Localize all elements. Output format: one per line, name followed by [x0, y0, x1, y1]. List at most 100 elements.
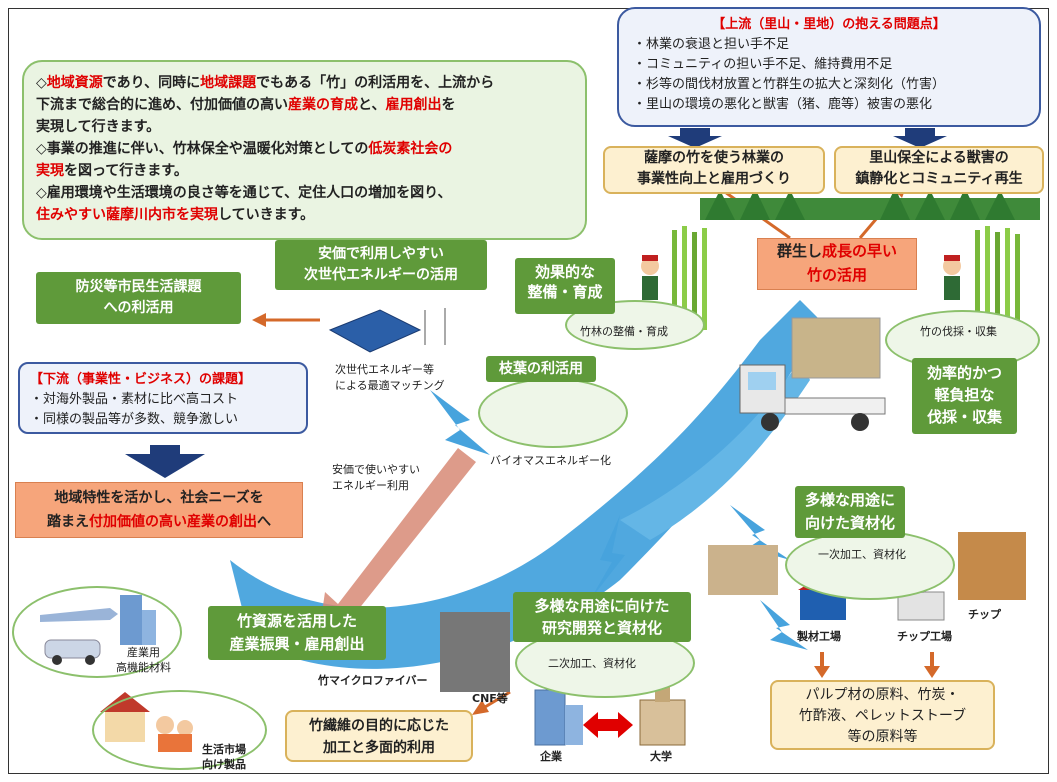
industrial-label: 産業用 高機能材料: [116, 645, 171, 675]
fiber-line: 加工と多面的利用: [323, 740, 435, 756]
diagram-frame: [8, 8, 1049, 774]
goal-left-box: 薩摩の竹を使う林業の 事業性向上と雇用づくり: [603, 146, 825, 194]
arrowhead-fiber: [472, 700, 489, 715]
worker-right-icon: [943, 255, 961, 300]
materials-line: 向けた資材化: [804, 514, 895, 532]
upstream-item: ・里山の環境の悪化と獣害（猪、鹿等）被害の悪化: [633, 97, 933, 112]
highlight-text: 低炭素社会の: [368, 141, 453, 157]
life-market-label: 生活市場 向け製品: [202, 742, 246, 772]
summary-line: ◇事業の推進に伴い、竹林保全や温暖化対策としての低炭素社会の: [36, 138, 573, 160]
disaster-line: 防災等市民生活課題: [75, 279, 202, 295]
cheap-energy-line: 安価で使いやすい: [332, 463, 420, 476]
chip-factory-label: チップ工場: [897, 630, 952, 643]
cheap-energy-label: 安価で使いやすい エネルギー利用: [332, 462, 420, 494]
lightning-bolt-2: [590, 515, 625, 600]
efficient-harvest-box: 効率的かつ 軽負担な 伐採・収集: [912, 358, 1017, 434]
highlight-text: 雇用創出: [385, 97, 442, 113]
industrial-ellipse: [12, 586, 182, 678]
effective-line: 効果的な: [534, 263, 595, 281]
cheap-energy-line: エネルギー利用: [332, 479, 409, 492]
center-line-1: 群生し成長の早い: [776, 242, 898, 260]
bamboo-utilization-box: 群生し成長の早い 竹の活用: [757, 238, 917, 290]
maintenance-ellipse: [565, 300, 705, 350]
summary-text-segment: ◇: [36, 75, 47, 91]
double-arrow: [583, 712, 633, 738]
materials-box: 多様な用途に 向けた資材化: [795, 486, 905, 538]
downstream-title: 【下流（事業性・ビジネス）の課題】: [30, 372, 252, 387]
regional-line: 地域特性を活かし、社会ニーズを: [54, 490, 264, 506]
lightning-bolt-4: [760, 600, 808, 650]
life-market-ellipse: [92, 690, 267, 770]
summary-line: 下流まで総合的に進め、付加価値の高い産業の育成と、雇用創出を: [36, 94, 573, 116]
energy-arrow: [318, 448, 476, 640]
products-line: 等の原料等: [847, 729, 918, 745]
materials-ellipse: [785, 530, 955, 600]
life-line: 生活市場: [202, 743, 246, 756]
summary-line: ◇地域資源であり、同時に地域課題でもある「竹」の利活用を、上流から: [36, 72, 573, 94]
disaster-line: への利活用: [103, 300, 174, 316]
upstream-problems-box: 【上流（里山・里地）の抱える問題点】 ・林業の衰退と担い手不足 ・コミュニティの…: [617, 7, 1041, 127]
summary-text-segment: ◇事業の推進に伴い、竹林保全や温暖化対策としての: [36, 141, 369, 157]
microfiber-label: 竹マイクロファイバー: [318, 674, 428, 687]
research-box: 多様な用途に向けた 研究開発と資材化: [513, 592, 691, 642]
disaster-box: 防災等市民生活課題 への利活用: [36, 272, 241, 324]
fiber-photo: [708, 545, 778, 595]
summary-line: ◇雇用環境や生活環境の良さ等を通じて、定住人口の増加を図り、: [36, 182, 573, 204]
center-line-2: 竹の活用: [806, 266, 867, 284]
products-box: パルプ材の原料、竹炭・ 竹酢液、ペレットストーブ 等の原料等: [770, 680, 995, 750]
energy-line: 安価で利用しやすい: [318, 246, 444, 262]
summary-text-segment: を図って行きます。: [64, 163, 188, 179]
arrowhead-chip: [924, 666, 940, 678]
life-line: 向け製品: [202, 758, 246, 771]
summary-text-segment: 下流まで総合的に進め、付加価値の高い: [36, 97, 288, 113]
summary-text-segment: ◇雇用環境や生活環境の良さ等を通じて、定住人口の増加を図り、: [36, 185, 452, 201]
highlight-text: 住みやすい薩摩川内市を実現: [36, 207, 218, 223]
arrowhead-factory: [814, 666, 830, 678]
downstream-item: ・同様の製品等が多数、競争激しい: [30, 412, 239, 427]
arrowhead-disaster: [252, 313, 266, 327]
summary-text-segment: でもある「竹」の利活用を、上流から: [256, 75, 495, 91]
effective-line: 整備・育成: [527, 282, 603, 301]
downstream-item: ・対海外製品・素材に比べ高コスト: [30, 392, 239, 407]
university-label: 大学: [650, 750, 672, 763]
energy-caption-line: による最適マッチング: [335, 379, 445, 392]
industry-line: 産業振興・雇用創出: [229, 635, 365, 653]
fiber-line: 竹繊維の目的に応じた: [309, 718, 449, 734]
research-line: 多様な用途に向けた: [534, 597, 670, 615]
harvest-caption: 竹の伐採・収集: [920, 325, 997, 338]
bamboo-left: [672, 226, 707, 330]
truck-icon: [739, 364, 886, 431]
summary-text-segment: 実現して行きます。: [36, 119, 161, 135]
biomass-ellipse: [478, 378, 628, 448]
summary-text-segment: と、: [358, 97, 386, 113]
chip-label: チップ: [968, 608, 1001, 621]
microfiber-photo: [440, 612, 510, 692]
maintenance-caption: 竹林の整備・育成: [580, 325, 668, 338]
summary-line: 住みやすい薩摩川内市を実現していきます。: [36, 204, 573, 226]
goal-right-box: 里山保全による獣害の 鎮静化とコミュニティ再生: [834, 146, 1044, 194]
regional-industry-box: 地域特性を活かし、社会ニーズを 踏まえ付加価値の高い産業の創出へ: [15, 482, 303, 538]
materials-line: 多様な用途に: [804, 491, 895, 509]
company-label: 企業: [540, 750, 562, 763]
highlight-text: 産業の育成: [288, 97, 358, 113]
upstream-title: 【上流（里山・里地）の抱える問題点】: [712, 17, 946, 32]
down-arrow-downstream: [125, 445, 205, 478]
goal-right-line: 里山保全による獣害の: [869, 150, 1009, 166]
energy-caption: 次世代エネルギー等 による最適マッチング: [335, 362, 445, 394]
energy-line: 次世代エネルギーの活用: [304, 267, 458, 283]
fiber-box: 竹繊維の目的に応じた 加工と多面的利用: [285, 710, 473, 762]
regional-line: 踏まえ付加価値の高い産業の創出へ: [47, 514, 271, 530]
forest-trees: [700, 188, 1040, 220]
highlight-text: 地域課題: [200, 75, 257, 91]
energy-caption-line: 次世代エネルギー等: [335, 363, 434, 376]
summary-line: 実現を図って行きます。: [36, 160, 573, 182]
biomass-caption: バイオマスエネルギー化: [490, 454, 611, 467]
summary-text: ◇地域資源であり、同時に地域課題でもある「竹」の利活用を、上流から下流まで総合的…: [36, 72, 573, 226]
industry-line: 竹資源を活用した: [236, 612, 357, 630]
industrial-line: 産業用: [127, 646, 160, 659]
harvest-line: 効率的かつ: [926, 364, 1002, 382]
summary-box: ◇地域資源であり、同時に地域課題でもある「竹」の利活用を、上流から下流まで総合的…: [22, 60, 587, 240]
industrial-line: 高機能材料: [116, 661, 171, 674]
upstream-item: ・林業の衰退と担い手不足: [633, 37, 790, 52]
summary-text-segment: であり、同時に: [102, 75, 201, 91]
